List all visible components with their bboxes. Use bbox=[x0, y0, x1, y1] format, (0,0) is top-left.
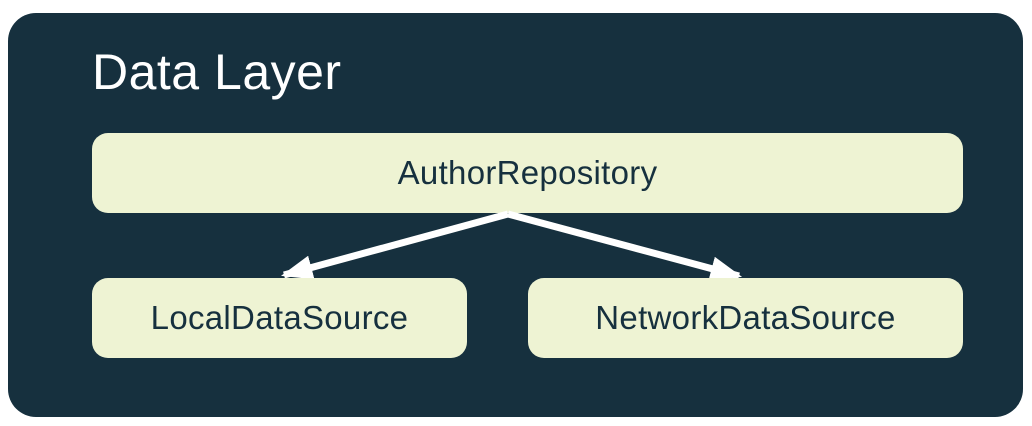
node-author-repository: AuthorRepository bbox=[92, 133, 963, 213]
arrow-to-network-data-source bbox=[507, 210, 743, 281]
diagram-title: Data Layer bbox=[92, 44, 342, 100]
node-author-repository-label: AuthorRepository bbox=[397, 154, 658, 191]
arrow-to-local-data-source bbox=[280, 210, 509, 280]
node-local-data-source: LocalDataSource bbox=[92, 278, 467, 358]
node-network-data-source: NetworkDataSource bbox=[528, 278, 963, 358]
node-local-data-source-label: LocalDataSource bbox=[150, 299, 409, 336]
node-network-data-source-label: NetworkDataSource bbox=[595, 299, 896, 336]
data-layer-container: Data Layer AuthorRepository LocalDataSou… bbox=[8, 13, 1023, 417]
